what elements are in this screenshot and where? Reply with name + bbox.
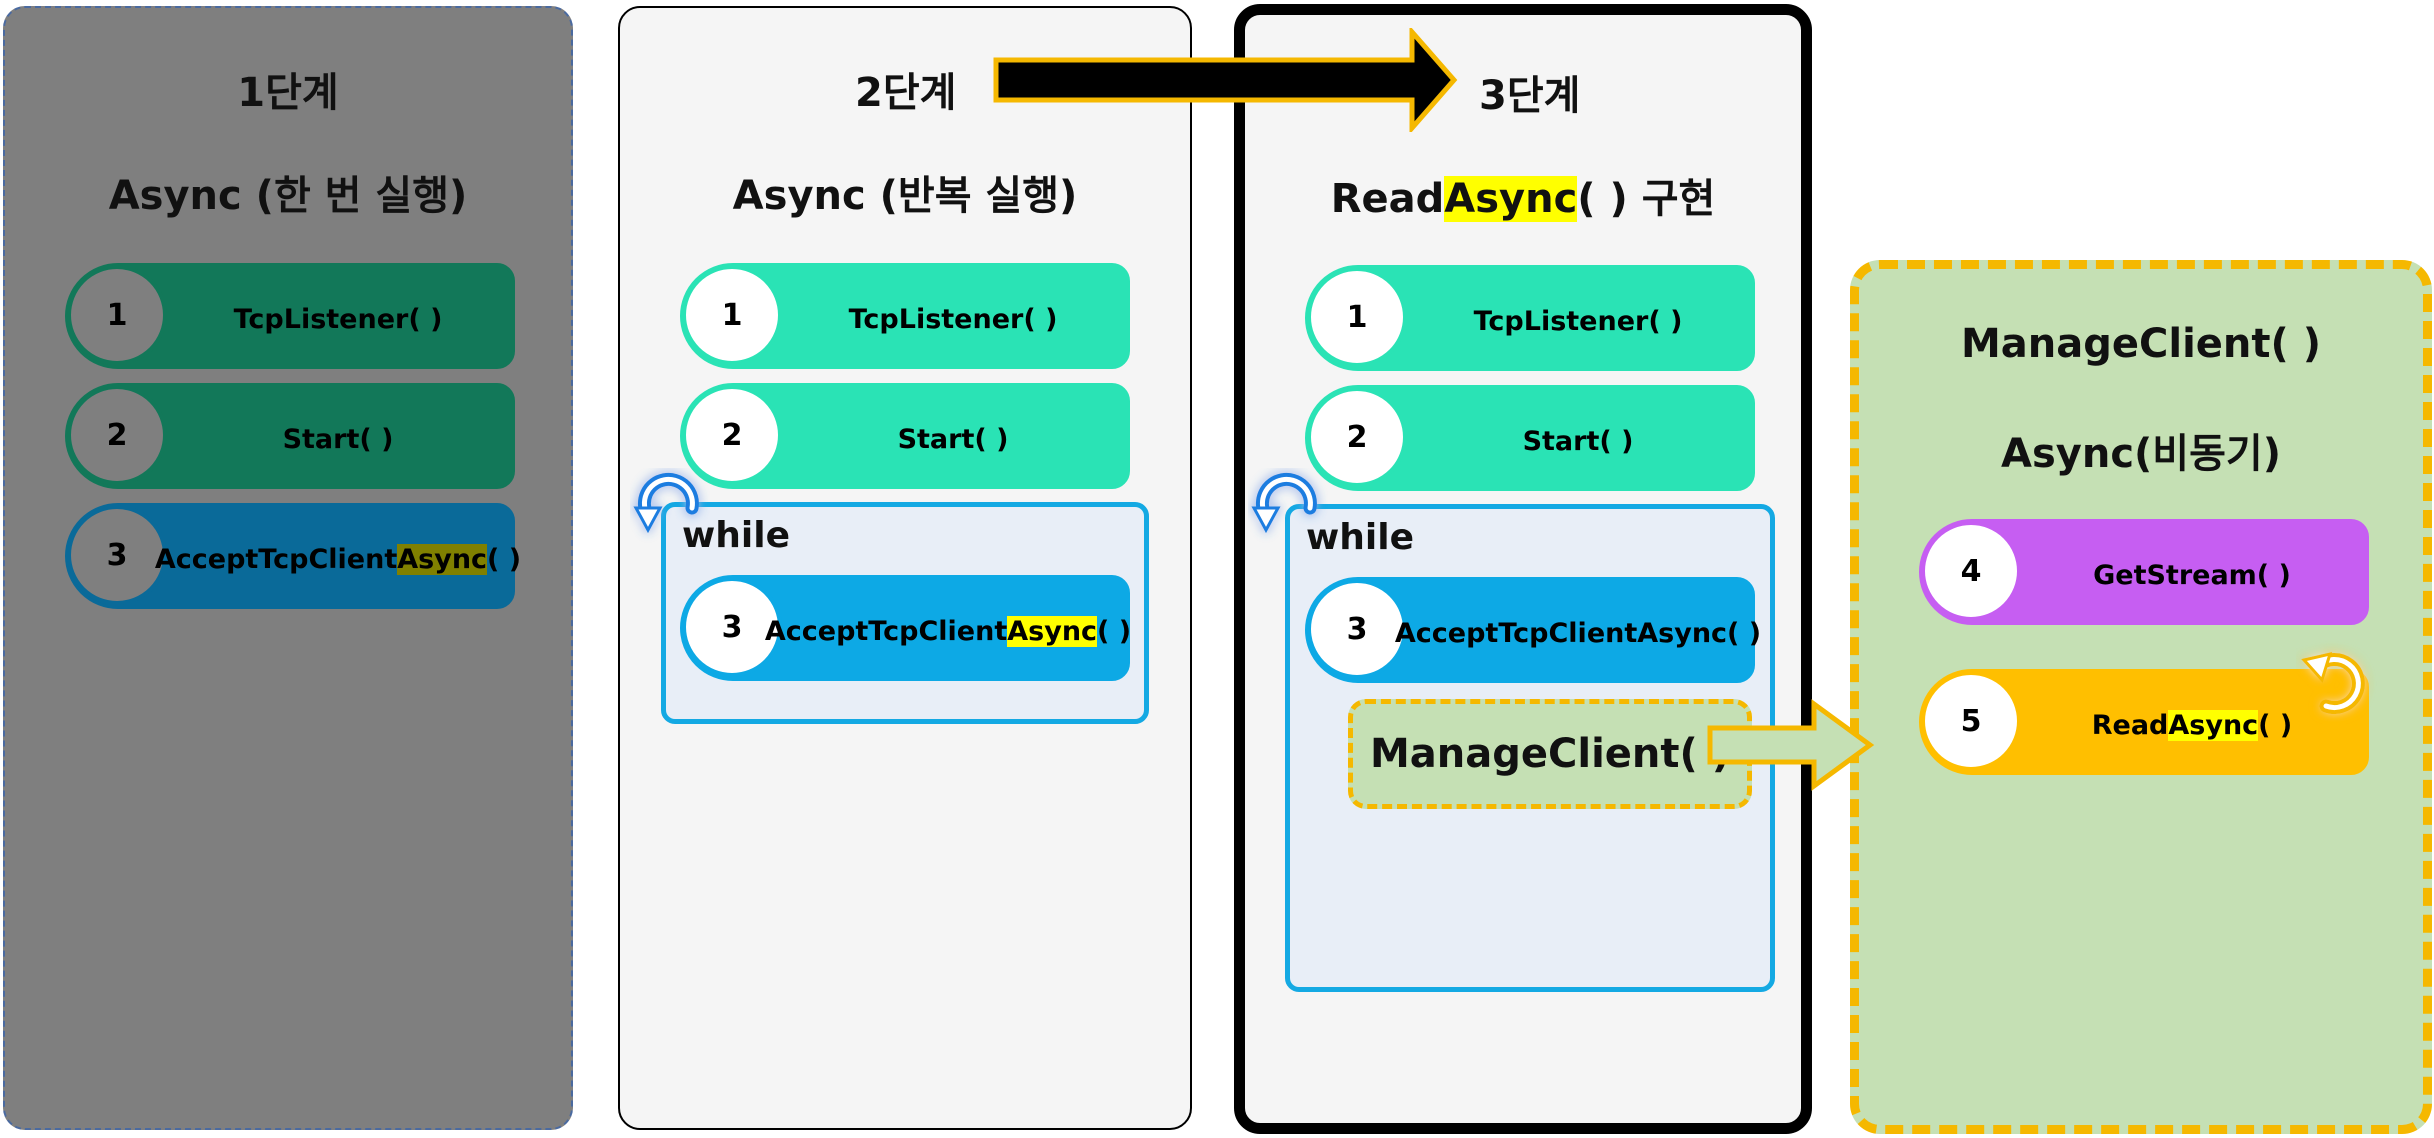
manage-client-box: ManageClient( )	[1348, 699, 1752, 809]
step-label: GetStream( )	[2093, 559, 2291, 591]
step-number-badge: 3	[1307, 579, 1407, 679]
label-highlight: Async	[397, 543, 488, 575]
step-number-badge: 1	[67, 265, 167, 365]
label-prefix: AcceptTcpClient	[154, 543, 398, 575]
stage1-step-title: 1단계	[237, 70, 339, 116]
step-number-badge: 2	[67, 385, 167, 485]
stage2-panel: 2단계 Async (반복 실행) 1 TcpListener( ) 2 Sta…	[618, 6, 1192, 1130]
step-number-badge: 4	[1921, 521, 2021, 621]
step-number-badge: 2	[1307, 387, 1407, 487]
stage2-step-title: 2단계	[855, 70, 957, 116]
while-label: while	[682, 515, 790, 556]
step-number-badge: 1	[1307, 267, 1407, 367]
label-suffix: ( )	[2258, 709, 2293, 741]
stage2-step1-pill: 1 TcpListener( )	[680, 263, 1130, 369]
stage-transition-arrow	[993, 28, 1458, 132]
step-label: TcpListener( )	[1473, 305, 1683, 337]
step-number-badge: 5	[1921, 671, 2021, 771]
step-label: TcpListener( )	[233, 303, 443, 335]
stage3-subtitle: ReadAsync( ) 구현	[1245, 166, 1801, 224]
label-highlight: Async	[1007, 615, 1098, 647]
stage3-step1-pill: 1 TcpListener( )	[1305, 265, 1755, 371]
stage3-step-title: 3단계	[1479, 73, 1581, 119]
label-suffix: ( )	[487, 543, 522, 575]
step-label: Start( )	[282, 423, 394, 455]
manage-client-arrow	[1707, 699, 1875, 791]
step-number-badge: 2	[682, 385, 782, 485]
label-highlight: Async	[2168, 709, 2259, 741]
step-number-badge: 3	[67, 505, 167, 605]
manage-client-subtitle: Async(비동기)	[2001, 431, 2281, 477]
stage2-subtitle: Async (반복 실행)	[732, 173, 1078, 219]
stage1-subtitle: Async (한 번 실행)	[108, 173, 468, 219]
step-label: Start( )	[1522, 425, 1634, 457]
stage3-while-loop: while 3 AcceptTcpClientAsync( ) ManageCl…	[1285, 504, 1775, 992]
manage-client-title: ManageClient( )	[1960, 321, 2322, 367]
while-label: while	[1306, 517, 1414, 558]
loop-icon	[633, 472, 699, 534]
stage3-panel: 3단계 ReadAsync( ) 구현 1 TcpListener( ) 2 S…	[1234, 4, 1812, 1134]
stage3-step2-pill: 2 Start( )	[1305, 385, 1755, 491]
step-label: TcpListener( )	[848, 303, 1058, 335]
step-label: Start( )	[897, 423, 1009, 455]
step4-pill: 4 GetStream( )	[1919, 519, 2369, 625]
subtitle-prefix: Read	[1330, 176, 1445, 222]
subtitle-suffix: ( ) 구현	[1577, 176, 1716, 222]
loop-icon	[1251, 472, 1317, 534]
subtitle-highlight: Async	[1444, 176, 1578, 222]
stage3-step3-pill: 3 AcceptTcpClientAsync( )	[1305, 577, 1762, 683]
repeat-icon	[2301, 651, 2365, 715]
manage-client-panel: ManageClient( ) Async(비동기) 4 GetStream( …	[1850, 260, 2432, 1134]
stage1-step1-pill: 1 TcpListener( )	[65, 263, 515, 369]
label-prefix: AcceptTcpClient	[764, 615, 1008, 647]
step-label: AcceptTcpClientAsync( )	[1394, 617, 1762, 649]
stage1-panel: 1단계 Async (한 번 실행) 1 TcpListener( ) 2 St…	[3, 6, 573, 1130]
label-suffix: ( )	[1097, 615, 1132, 647]
step-number-badge: 1	[682, 265, 782, 365]
label-prefix: Read	[2091, 709, 2169, 741]
stage1-step2-pill: 2 Start( )	[65, 383, 515, 489]
step-number-badge: 3	[682, 577, 782, 677]
stage2-step2-pill: 2 Start( )	[680, 383, 1130, 489]
